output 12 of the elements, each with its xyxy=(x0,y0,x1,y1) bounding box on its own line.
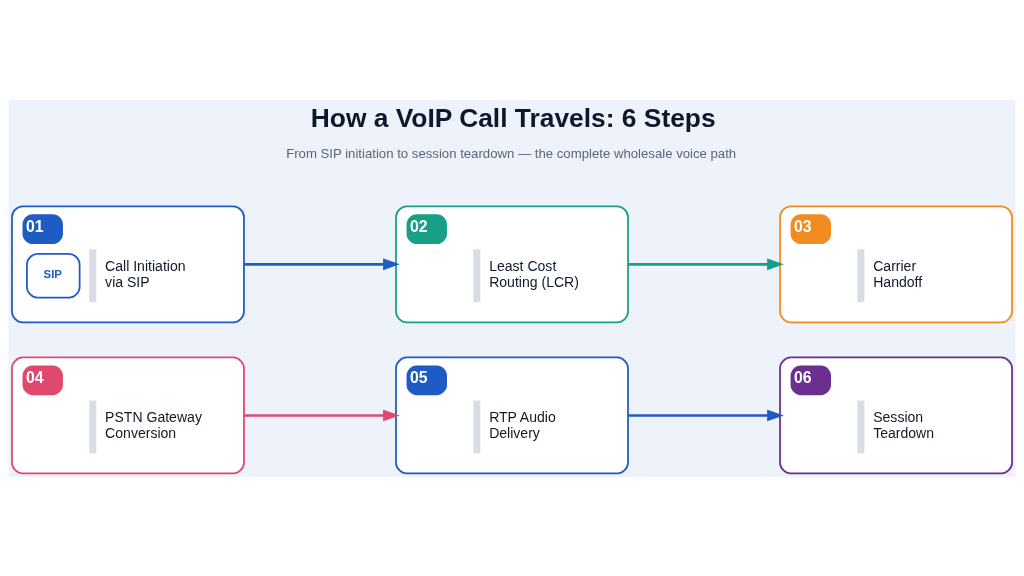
label: From SIP initiation to session teardown — the complete wholesale voice path xyxy=(286,145,737,161)
node-box: 02 Least Cost Routing (LCR) xyxy=(395,204,629,323)
node-box: 05 RTP Audio Delivery xyxy=(395,356,629,474)
node-box: 06 Session Teardown xyxy=(779,356,1013,474)
arrow xyxy=(244,257,400,270)
node-box: 04 PSTN Gateway Conversion xyxy=(11,356,245,474)
arrow xyxy=(244,409,400,421)
arrow xyxy=(628,409,784,421)
node-box: 01 SIP Call Initiation via SIP xyxy=(11,204,245,323)
diagram-title: How a VoIP Call Travels: 6 Steps xyxy=(310,102,716,133)
arrow xyxy=(628,257,784,270)
node-box: 03 Carrier Handoff xyxy=(779,204,1013,323)
